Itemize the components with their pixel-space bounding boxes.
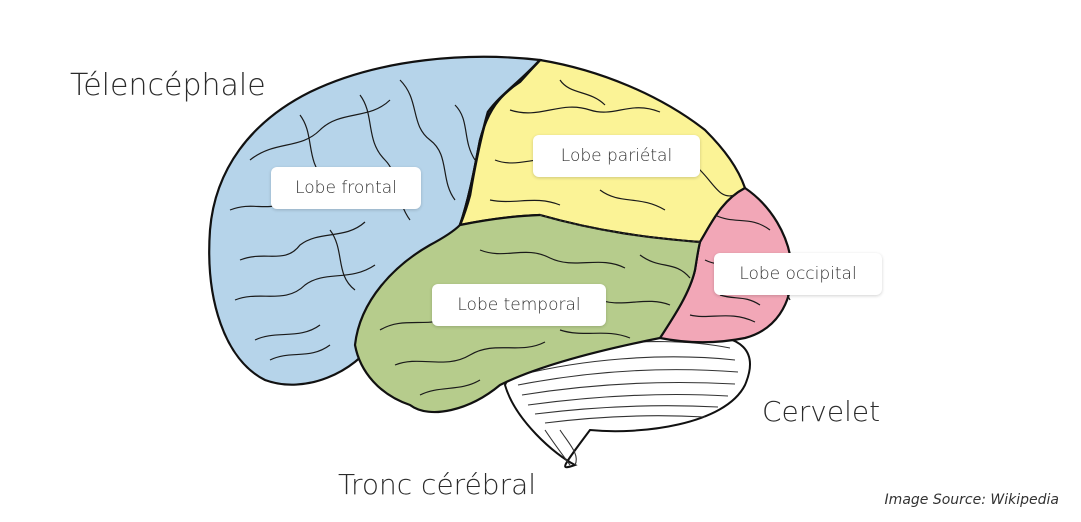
temporal-lobe-label: Lobe temporal (432, 284, 606, 326)
cerebellum-shape (503, 333, 751, 469)
tronc-cerebral-label: Tronc cérébral (338, 468, 537, 501)
telencephale-label: Télencéphale (70, 68, 266, 103)
parietal-temporal-boundary (539, 214, 701, 243)
cerebellum-folia (517, 341, 739, 466)
central-sulcus-line (458, 59, 541, 226)
cervelet-label: Cervelet (762, 395, 881, 428)
occipital-lobe-label: Lobe occipital (714, 253, 882, 295)
frontal-lobe-label: Lobe frontal (271, 167, 421, 209)
parietal-lobe-label: Lobe pariétal (533, 135, 700, 177)
image-source-credit: Image Source: Wikipedia (884, 492, 1059, 508)
